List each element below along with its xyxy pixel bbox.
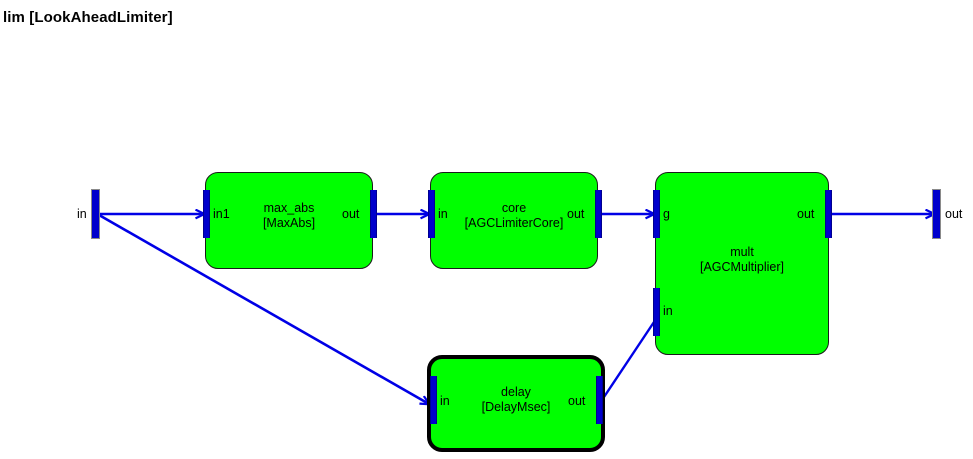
block-mult[interactable]: mult [AGCMultiplier] [655,172,829,355]
port-core-in[interactable] [428,190,435,238]
port-max-abs-out-label: out [342,207,360,221]
port-delay-in[interactable] [430,376,437,424]
port-max-abs-in1-label: in1 [213,207,230,221]
port-delay-out[interactable] [596,376,603,424]
port-mult-g-label: g [663,207,670,221]
port-mult-in[interactable] [653,288,660,336]
port-max-abs-out[interactable] [370,190,377,238]
output-terminal-label: out [945,207,963,221]
port-core-out-label: out [567,207,585,221]
port-max-abs-in1[interactable] [203,190,210,238]
port-mult-out-label: out [797,207,815,221]
block-mult-type: [AGCMultiplier] [699,260,785,274]
port-core-in-label: in [438,207,448,221]
port-core-out[interactable] [595,190,602,238]
input-terminal-label: in [77,207,87,221]
block-mult-label: mult [AGCMultiplier] [656,245,828,275]
input-terminal[interactable] [91,189,100,239]
output-terminal[interactable] [932,189,941,239]
port-mult-out[interactable] [825,190,832,238]
port-mult-in-label: in [663,304,673,318]
port-delay-out-label: out [568,394,586,408]
port-delay-in-label: in [440,394,450,408]
page-title: lim [LookAheadLimiter] [3,9,173,26]
block-mult-name: mult [730,245,754,259]
port-mult-g[interactable] [653,190,660,238]
